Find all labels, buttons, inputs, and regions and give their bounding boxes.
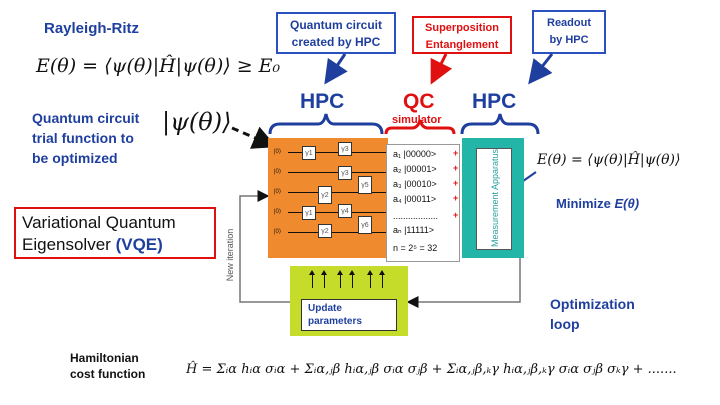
hpc-right-label: HPC <box>472 90 517 113</box>
circuit-gate: γ2 <box>318 224 332 238</box>
simulator-plus: + <box>453 148 459 158</box>
measurement-label: Measurement Apparatus <box>490 148 500 248</box>
rayleigh-ritz-formula: E(θ) = ⟨ψ(θ)|Ĥ|ψ(θ)⟩ ≥ E₀ <box>36 55 281 77</box>
update-arrow-3 <box>337 270 343 288</box>
trial-function-line-1: Quantum circuit <box>32 110 140 126</box>
circuit-gate: γ3 <box>338 142 352 156</box>
qubit-wire <box>288 152 386 153</box>
simulator-row: a₃ |00010> <box>393 179 437 189</box>
optimization-loop-label: Optimization loop <box>550 294 635 334</box>
circuit-callout-arrow <box>324 53 348 85</box>
qubit-wire <box>288 172 386 173</box>
circuit-callout-line-2: created by HPC <box>291 35 381 49</box>
simulator-row: a₁ |00000> <box>393 149 437 159</box>
qubit-ket-zero: |0⟩ <box>274 169 282 175</box>
optimization-loop-line-2: loop <box>550 316 580 332</box>
update-parameters-block: Update parameters <box>290 266 408 336</box>
hamiltonian-label-line-2: cost function <box>70 367 146 381</box>
update-arrow-2 <box>321 270 327 288</box>
update-arrow-6 <box>379 270 385 288</box>
simulator-label: simulator <box>392 114 442 126</box>
circuit-gate: γ3 <box>338 166 352 180</box>
readout-callout-line-2: by HPC <box>549 34 589 46</box>
minimize-label: Minimize E(θ) <box>556 196 639 211</box>
qubit-ket-zero: |0⟩ <box>274 189 282 195</box>
qubit-wire <box>288 192 386 193</box>
simulator-plus: + <box>453 163 459 173</box>
qubit-wire <box>288 232 386 233</box>
superposition-callout: Superposition Entanglement <box>412 16 512 54</box>
vqe-line-1: Variational Quantum <box>22 213 176 232</box>
optimization-loop-line-1: Optimization <box>550 296 635 312</box>
trial-function-line-2: trial function to <box>32 130 134 146</box>
circuit-gate: γ5 <box>358 176 372 194</box>
hpc-left-brace <box>268 113 384 135</box>
hamiltonian-label: Hamiltonian cost function <box>70 350 145 382</box>
circuit-gate: γ1 <box>302 206 316 220</box>
circuit-gate: γ1 <box>302 146 316 160</box>
minimize-prefix: Minimize <box>556 196 615 211</box>
qubit-wire <box>288 212 386 213</box>
superposition-callout-arrow <box>430 53 453 85</box>
circuit-gate: γ6 <box>358 216 372 234</box>
hpc-left-label: HPC <box>300 90 345 113</box>
superposition-callout-line-1: Superposition <box>425 22 499 34</box>
readout-callout-arrow <box>528 53 554 85</box>
new-iteration-label: New iteration <box>225 228 235 282</box>
hamiltonian-label-line-1: Hamiltonian <box>70 351 139 365</box>
update-parameters-label: Update parameters <box>301 299 397 331</box>
simulator-plus: + <box>453 178 459 188</box>
simulator-row: a₄ |00011> <box>393 194 437 204</box>
simulator-amplitudes: a₁ |00000> + a₂ |00001> + a₃ |00010> + a₄ |000… <box>386 144 460 262</box>
measurement-apparatus: Measurement Apparatus <box>476 148 512 250</box>
circuit-gate: γ2 <box>318 186 332 204</box>
hamiltonian-formula: Ĥ = Σᵢα hᵢα σᵢα + Σᵢα,ⱼβ hᵢα,ⱼβ σᵢα σⱼβ … <box>186 362 677 377</box>
circuit-gate: γ4 <box>338 204 352 218</box>
circuit-callout: Quantum circuit created by HPC <box>276 12 396 54</box>
simulator-row: a₂ |00001> <box>393 164 437 174</box>
update-arrow-1 <box>309 270 315 288</box>
qubit-ket-zero: |0⟩ <box>274 229 282 235</box>
trial-function-label: Quantum circuit trial function to be opt… <box>32 108 139 168</box>
vqe-line-2: Eigensolver (VQE) <box>22 235 163 254</box>
vqe-box: Variational Quantum Eigensolver (VQE) <box>14 207 216 259</box>
vqe-accent: (VQE) <box>115 235 163 254</box>
superposition-callout-line-2: Entanglement <box>425 39 499 51</box>
circuit-callout-line-1: Quantum circuit <box>289 18 382 32</box>
readout-callout-line-1: Readout <box>547 17 591 29</box>
minimize-target: E(θ) <box>614 196 640 211</box>
update-arrow-4 <box>349 270 355 288</box>
trial-function-line-3: be optimized <box>32 150 118 166</box>
update-line-1: Update <box>308 303 342 314</box>
simulator-plus: + <box>453 193 459 203</box>
readout-callout: Readout by HPC <box>532 10 606 54</box>
qubit-ket-zero: |0⟩ <box>274 209 282 215</box>
update-arrow-5 <box>367 270 373 288</box>
update-line-2: parameters <box>308 316 362 327</box>
qubit-ket-zero: |0⟩ <box>274 149 282 155</box>
simulator-row: .................. <box>393 211 439 221</box>
trial-state-ket: |ψ(θ)⟩ <box>162 108 232 136</box>
simulator-plus: + <box>453 210 459 220</box>
diagram-title: Rayleigh-Ritz <box>44 20 140 37</box>
qc-label: QC <box>403 90 435 113</box>
simulator-row: aₙ |11111> <box>393 225 435 235</box>
energy-formula: E(θ) = ⟨ψ(θ)|Ĥ|ψ(θ)⟩ <box>537 152 681 168</box>
loop-right-path <box>406 256 521 308</box>
simulator-row: n = 2⁵ = 32 <box>393 243 438 253</box>
hpc-right-brace <box>460 113 540 135</box>
